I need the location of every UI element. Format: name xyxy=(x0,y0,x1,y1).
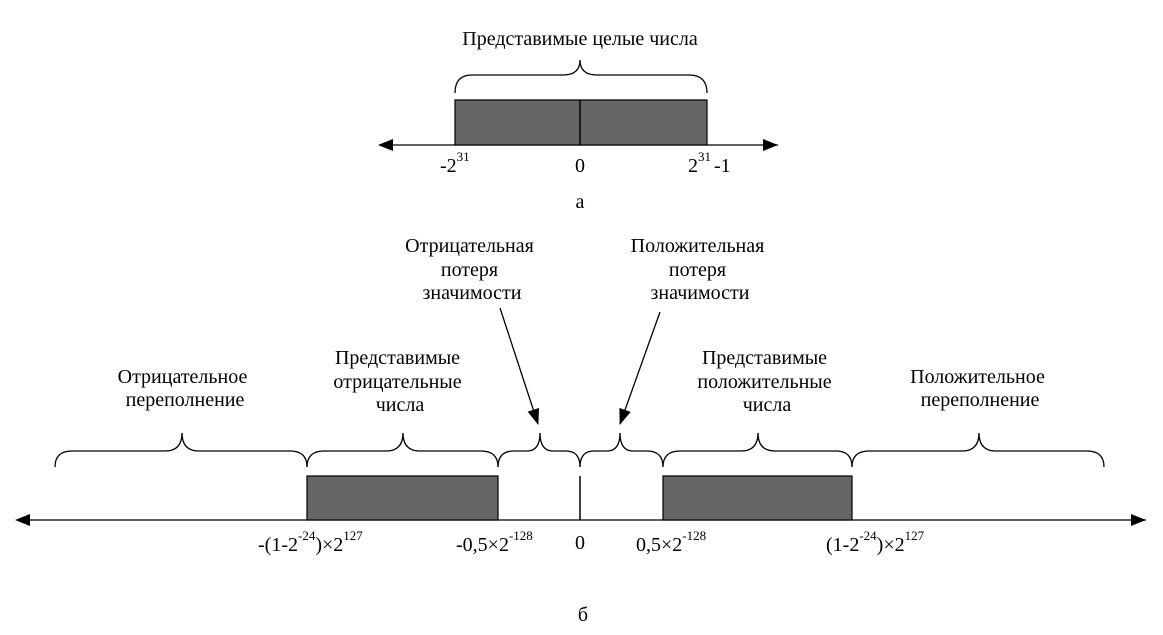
brace-neg-overflow xyxy=(54,432,308,468)
brace-pos-overflow xyxy=(851,432,1105,468)
brace-neg-representable xyxy=(306,432,499,468)
brace-neg-underflow xyxy=(497,432,581,468)
label-pos-underflow: Положительная потеря значимости xyxy=(631,235,770,304)
diagram-b: Отрицательное переполнение Представимые … xyxy=(15,235,1146,626)
tick-a-zero: 0 xyxy=(575,155,585,177)
brace-pos-underflow xyxy=(579,432,664,468)
tick-a-pos: 231-1 xyxy=(688,149,731,177)
tick-a-neg: -231 xyxy=(440,149,470,177)
axis-b-arrow-left xyxy=(15,514,30,526)
brace-pos-representable xyxy=(662,432,853,468)
axis-a-arrow-right xyxy=(763,139,778,151)
brace-a xyxy=(454,59,708,94)
tick-b-zero: 0 xyxy=(575,532,585,554)
axis-b-arrow-right xyxy=(1131,514,1146,526)
tick-b-pos-min: 0,5×2-128 xyxy=(636,528,706,556)
label-neg-representable: Представимые отрицательные числа xyxy=(333,347,466,416)
tick-b-pos-max: (1-2-24)×2127 xyxy=(826,528,925,556)
caption-a: а xyxy=(576,191,585,213)
label-neg-overflow: Отрицательное переполнение xyxy=(118,366,253,411)
range-bar-negative xyxy=(306,475,499,521)
caption-b: б xyxy=(578,604,588,626)
diagram-a: Представимые целые числа -231 0 231-1 а xyxy=(378,28,778,213)
label-neg-underflow: Отрицательная потеря значимости xyxy=(405,235,539,304)
arrow-neg-underflow xyxy=(499,307,540,425)
tick-b-neg-max: -(1-2-24)×2127 xyxy=(258,528,363,556)
range-bar-positive xyxy=(662,475,853,521)
tick-b-neg-min: -0,5×2-128 xyxy=(456,528,533,556)
arrow-pos-underflow xyxy=(619,311,661,425)
range-bar-a xyxy=(454,99,708,146)
diagram-a-title: Представимые целые числа xyxy=(462,28,698,50)
label-pos-overflow: Положительное переполнение xyxy=(910,366,1050,411)
label-pos-representable: Представимые положительные числа xyxy=(697,347,836,416)
axis-a-arrow-left xyxy=(378,139,393,151)
